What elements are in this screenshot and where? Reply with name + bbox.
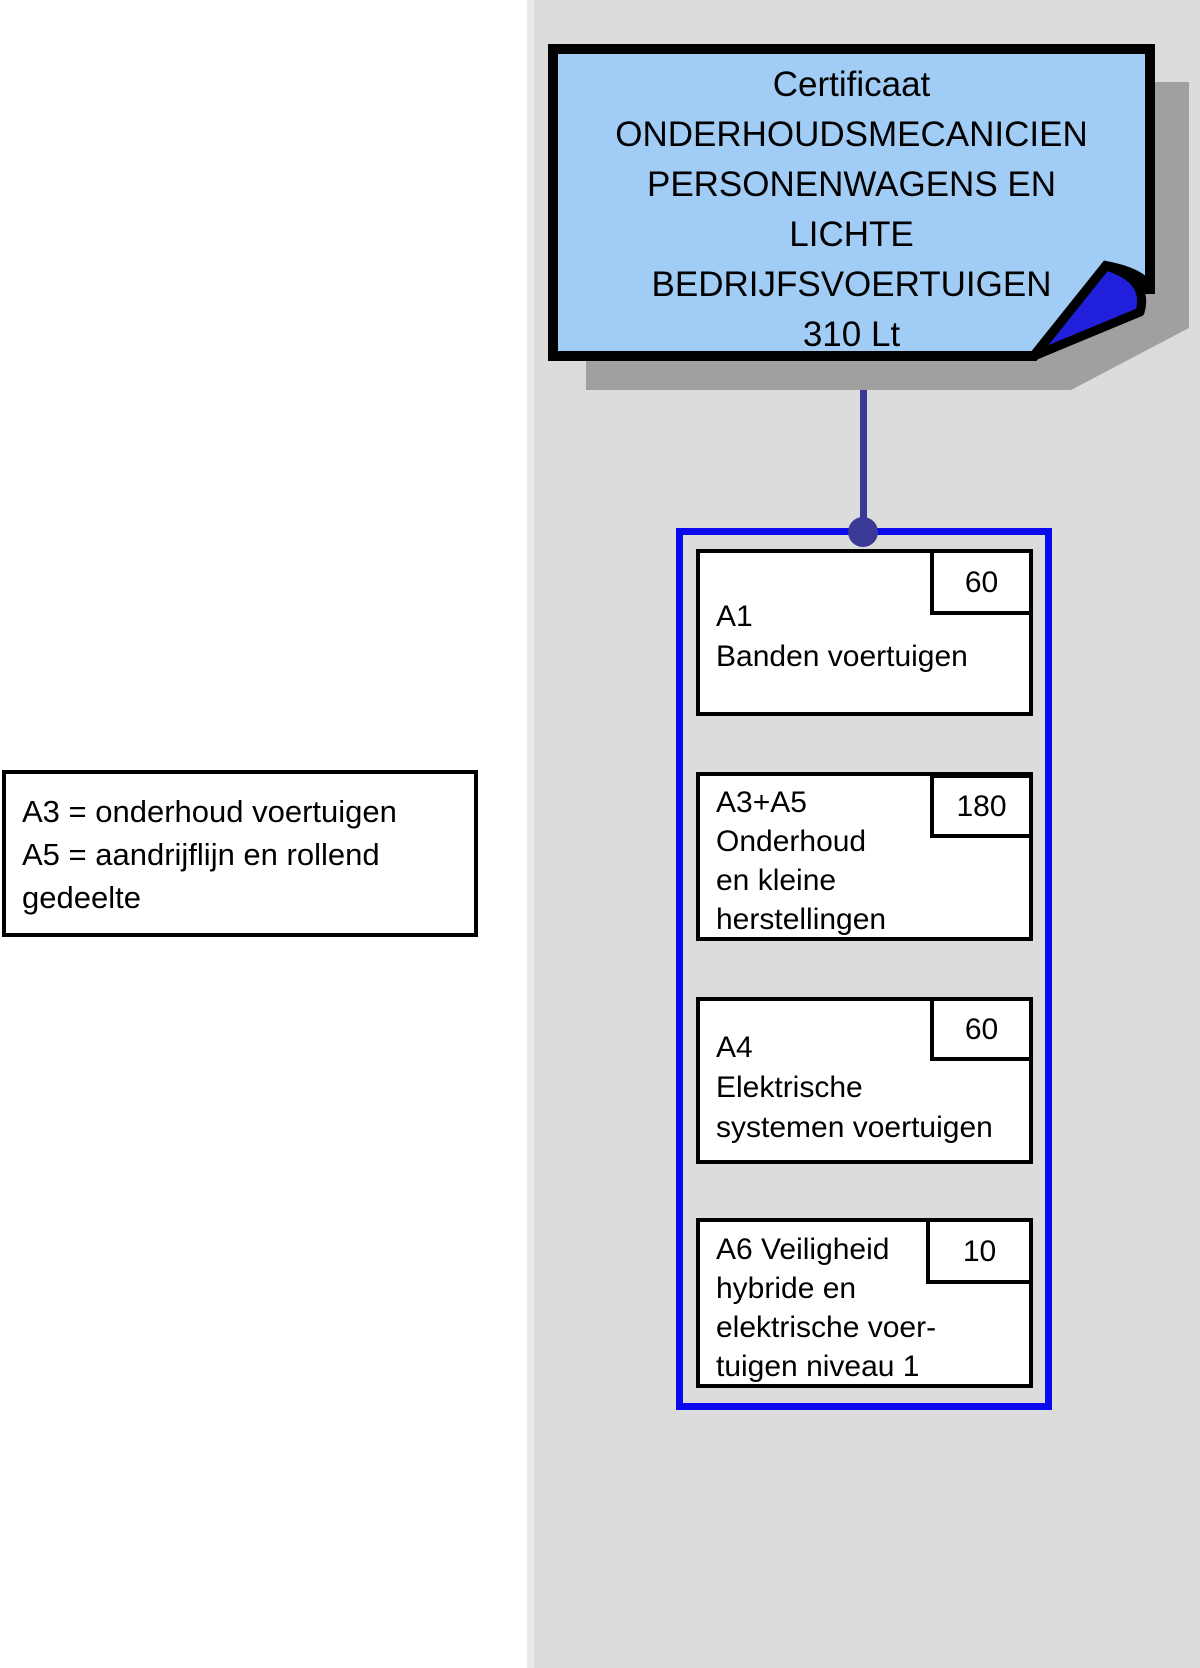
module-text-line: tuigen niveau 1 [716, 1350, 920, 1383]
module-text-line: herstellingen [716, 903, 887, 936]
certificate-card-shape [548, 44, 1189, 390]
module-text-line: en kleine [716, 864, 837, 897]
hours-badge-a6: 10 [926, 1218, 1033, 1284]
certificate-title-line: Certificaat [772, 65, 931, 104]
legend-box: A3 = onderhoud voertuigen A5 = aandrijfl… [2, 770, 478, 937]
certificate-title-line: ONDERHOUDSMECANICIEN [615, 115, 1088, 154]
certificate-folded-corner [1029, 261, 1147, 361]
connector-dot [848, 517, 878, 547]
certificate-title-line: 310 Lt [802, 315, 901, 354]
module-text-line: Banden voertuigen [716, 640, 968, 673]
module-text-line: hybride en [716, 1272, 857, 1305]
module-text-line: Elektrische [716, 1071, 863, 1104]
hours-badge-a4: 60 [930, 997, 1033, 1061]
legend-line: A5 = aandrijflijn en rollend [22, 837, 380, 872]
module-text-line: A6 Veiligheid [716, 1233, 890, 1266]
module-text-line: Onderhoud [716, 825, 867, 858]
certificate-title-line: PERSONENWAGENS EN [646, 165, 1057, 204]
module-text-line: A3+A5 [716, 786, 807, 819]
module-text-line: A1 [716, 600, 753, 633]
certificate-title-line: LICHTE [789, 215, 914, 254]
connector-line [860, 358, 867, 536]
hours-badge-a1: 60 [930, 549, 1033, 615]
certificate-title-line: BEDRIJFSVOERTUIGEN [651, 265, 1052, 304]
certificate-title: Certificaat ONDERHOUDSMECANICIEN PERSONE… [548, 60, 1155, 360]
legend-line: gedeelte [22, 880, 141, 915]
hours-badge-a3-a5: 180 [930, 774, 1033, 838]
legend-line: A3 = onderhoud voertuigen [22, 794, 397, 829]
module-text-line: systemen voertuigen [716, 1111, 993, 1144]
module-text-line: A4 [716, 1031, 753, 1064]
module-text-line: elektrische voer- [716, 1311, 937, 1344]
